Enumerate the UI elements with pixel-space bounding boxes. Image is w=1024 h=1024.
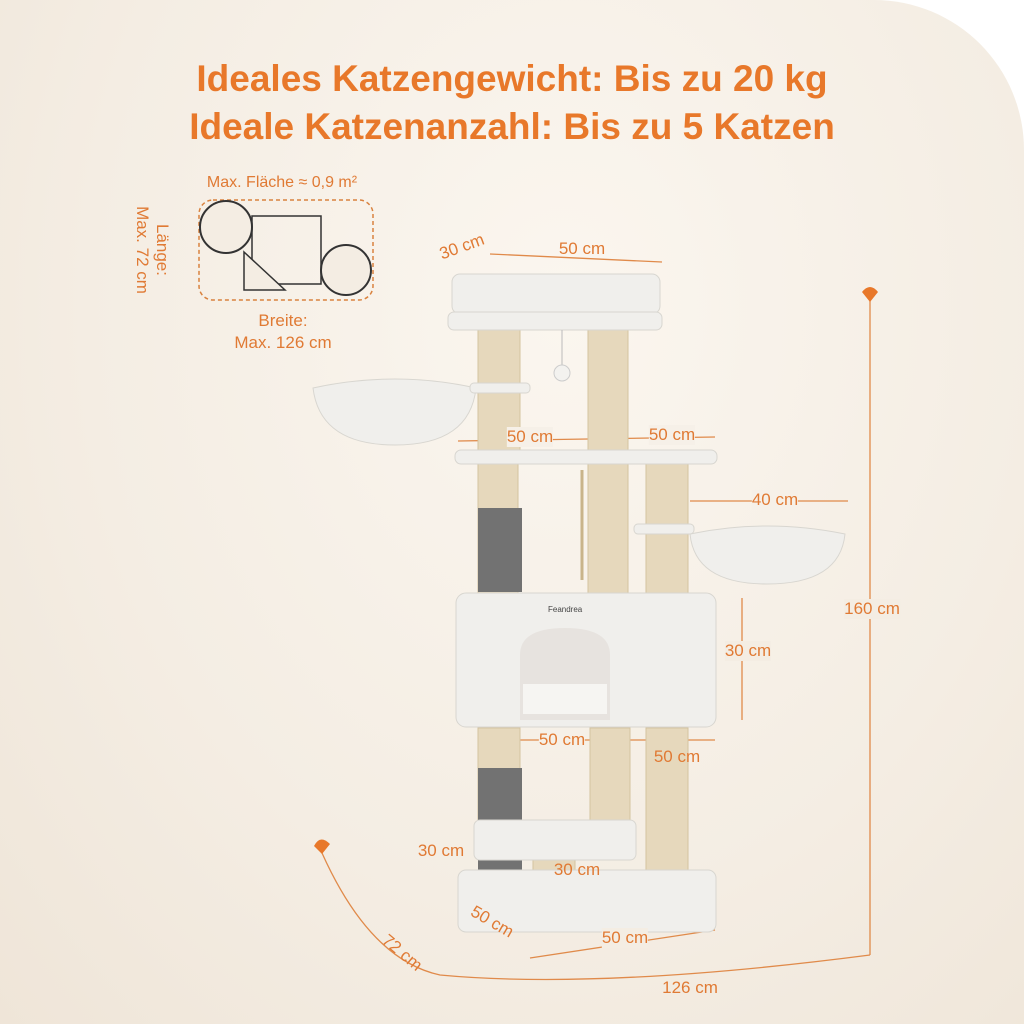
dim-step-width: 30 cm — [553, 860, 601, 879]
length-value: Max. 72 cm — [133, 206, 152, 294]
length-label: Länge:Max. 72 cm — [132, 206, 172, 294]
dim-top-width: 50 cm — [558, 239, 606, 258]
headline-weight: Ideales Katzengewicht: Bis zu 20 kg — [196, 58, 828, 99]
dim-basket: 40 cm — [751, 490, 799, 510]
dim-mid-right: 50 cm — [648, 425, 696, 445]
dim-condo-right: 50 cm — [653, 747, 701, 766]
scratch-pad — [478, 508, 522, 592]
dim-condo-height: 30 cm — [724, 641, 772, 661]
dim-condo-left: 50 cm — [538, 730, 586, 750]
dim-mid-left: 50 cm — [506, 427, 554, 447]
dim-step-height: 30 cm — [417, 841, 465, 860]
platforms — [312, 273, 846, 933]
width-label: Breite: Max. 126 cm — [234, 310, 331, 354]
dim-overall-width: 126 cm — [662, 978, 718, 997]
headline-cat-count: Ideale Katzenanzahl: Bis zu 5 Katzen — [189, 106, 835, 147]
brand-logo: Feandrea — [548, 605, 583, 614]
area-label: Max. Fläche ≈ 0,9 m² — [206, 174, 358, 191]
width-title: Breite: — [258, 311, 308, 330]
footprint-diagram — [198, 199, 374, 301]
length-title: Länge: — [153, 223, 172, 276]
dim-base-width: 50 cm — [601, 928, 649, 948]
dim-total-height: 160 cm — [844, 599, 900, 619]
toy-ball — [553, 364, 571, 382]
width-value: Max. 126 cm — [234, 333, 332, 352]
